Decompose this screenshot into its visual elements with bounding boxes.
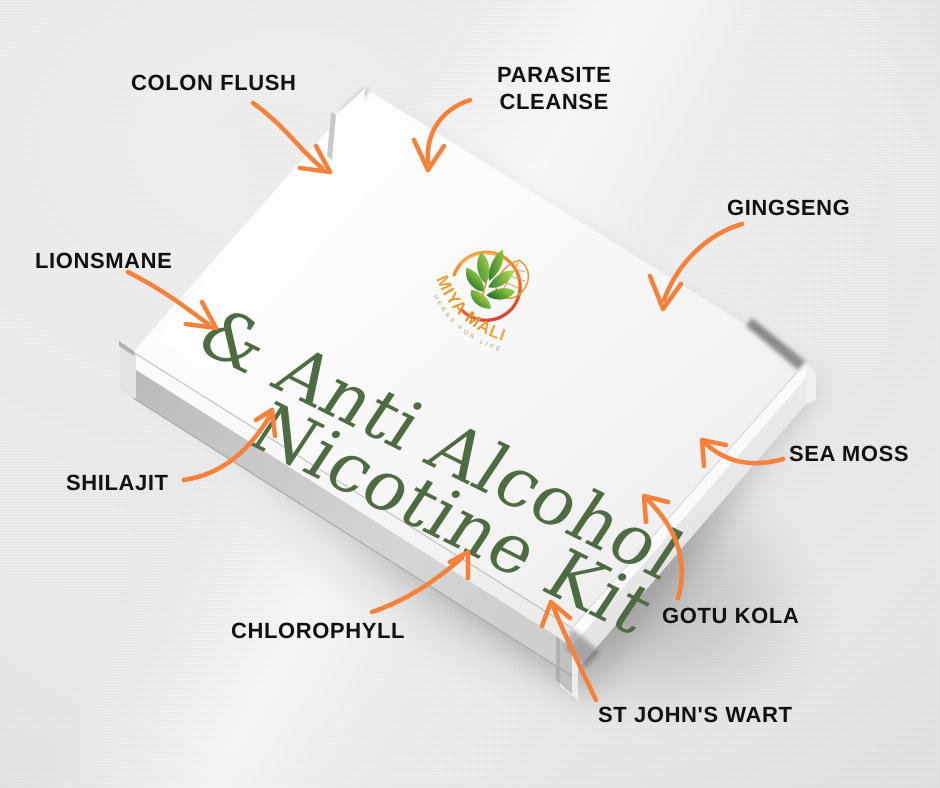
callout-label-parasite-cleanse: PARASITE CLEANSE — [497, 62, 612, 114]
logo-wordmark: MIYA MALI — [420, 267, 521, 346]
arrow-parasite-cleanse — [411, 97, 473, 173]
arrow-gotu-kola — [641, 493, 685, 601]
box-flap-left-inner — [120, 342, 136, 400]
callout-label-st-johns-wart: ST JOHN'S WART — [598, 702, 793, 727]
box-lid-rim-left — [133, 352, 572, 646]
box-edge-front-left — [132, 351, 573, 629]
brand-logo: MIYA MALI HERBS FOR LIFE — [410, 208, 577, 371]
box-lid-seam-top — [341, 88, 369, 114]
callout-label-chlorophyll: CHLOROPHYLL — [231, 618, 406, 643]
arrow-st-johns-wart — [539, 599, 599, 703]
arrow-sea-moss — [699, 437, 786, 469]
box-lid-gap-bottom — [566, 628, 600, 668]
logo-tagline: HERBS FOR LIFE — [422, 293, 513, 356]
box-corner-flap-bottom — [560, 640, 578, 700]
callout-label-gotu-kola: GOTU KOLA — [662, 603, 800, 628]
box-lid-fold-top — [332, 88, 365, 160]
arrow-shilajit — [181, 407, 278, 483]
box-lid-fold-top-edge — [327, 112, 336, 160]
arrow-colon-flush — [250, 100, 333, 175]
callout-label-lionsmane: LIONSMANE — [35, 248, 173, 273]
logo-ring-icon — [452, 250, 522, 323]
box-top-face — [133, 88, 806, 628]
callout-label-gingseng: GINGSENG — [727, 195, 851, 220]
arrow-lionsmane — [125, 269, 219, 331]
box-edge-front-right — [571, 361, 807, 629]
callout-label-shilajit: SHILAJIT — [66, 470, 169, 495]
logo-outline-leaf-icon — [495, 259, 530, 299]
box-top-highlight — [160, 103, 420, 372]
box-corner-flap-right — [806, 362, 816, 404]
callout-label-colon-flush: COLON FLUSH — [131, 70, 297, 95]
box-corner-flap-left — [124, 348, 133, 398]
arrow-gingseng — [647, 221, 745, 312]
box-title-line-1: & Anti Alcohol — [183, 292, 698, 596]
callout-label-sea-moss: SEA MOSS — [789, 441, 910, 466]
logo-leaf-cluster-icon — [465, 249, 516, 309]
box-flap-bottom-shade — [556, 636, 572, 694]
logo-ring-accent-icon — [461, 252, 497, 265]
arrow-chlorophyll — [369, 549, 471, 615]
box-title-line-2: Nicotine Kit — [235, 387, 669, 650]
box-lid-gap-right — [746, 318, 806, 370]
box-flap-left-crease — [119, 341, 134, 356]
